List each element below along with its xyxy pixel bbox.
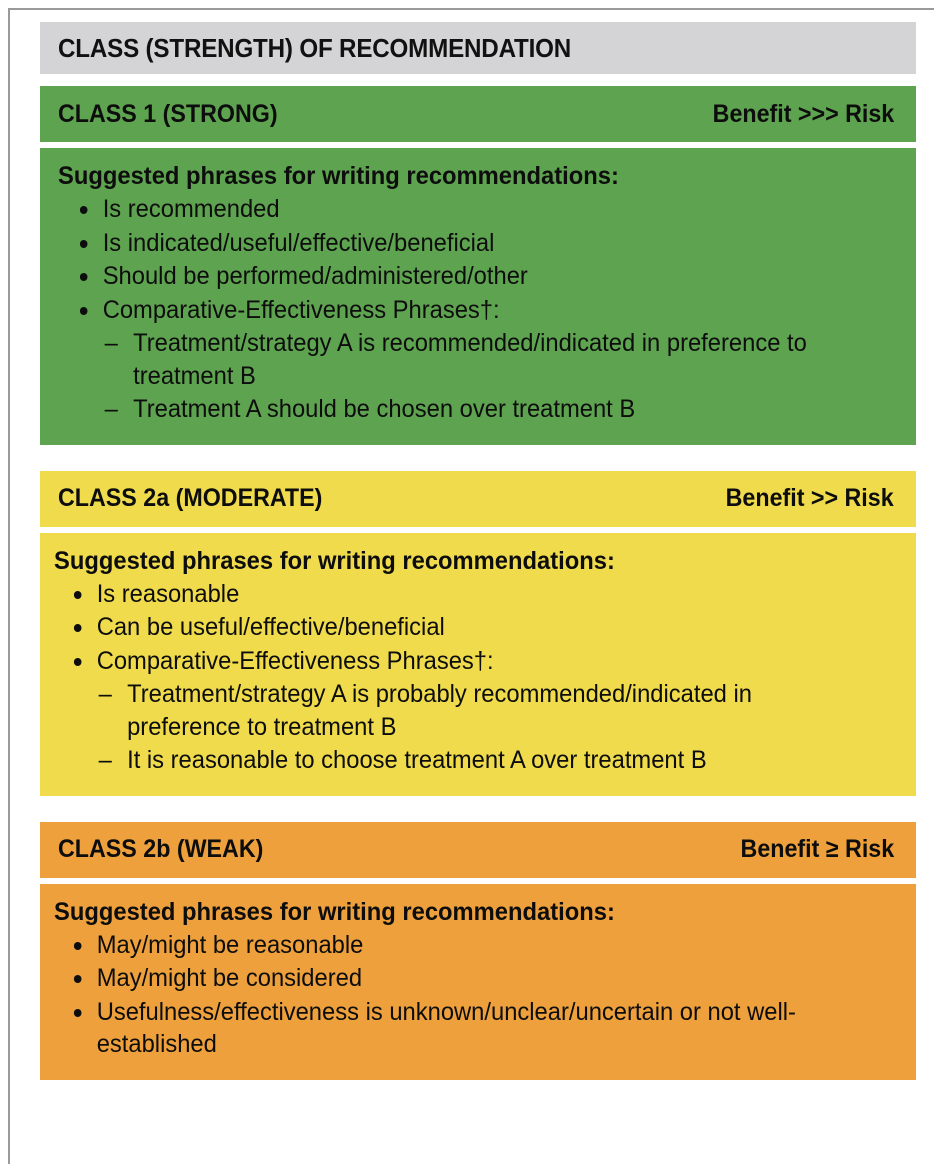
bullet-icon xyxy=(79,239,88,248)
class-1-bullet-list: Is recommended Is indicated/useful/effec… xyxy=(58,193,898,426)
bullet-icon xyxy=(73,1008,82,1017)
bullet-icon xyxy=(73,941,82,950)
class-2b-benefit-risk: Benefit ≥ Risk xyxy=(740,835,894,863)
spacer xyxy=(40,142,916,148)
spacer xyxy=(40,444,916,471)
bullet-text: Should be performed/administered/other xyxy=(102,262,528,290)
list-item: Is recommended xyxy=(78,193,857,226)
sub-list-item: – Treatment A should be chosen over trea… xyxy=(105,393,857,426)
bullet-text: Is recommended xyxy=(102,195,280,223)
list-item: Is indicated/useful/effective/beneficial xyxy=(78,227,857,260)
bullet-icon xyxy=(79,306,88,315)
spacer xyxy=(40,74,916,86)
class-of-recommendation-table: CLASS (STRENGTH) OF RECOMMENDATION CLASS… xyxy=(40,22,916,1080)
class-1-body-heading: Suggested phrases for writing recommenda… xyxy=(58,162,619,190)
sub-bullet-text: It is reasonable to choose treatment A o… xyxy=(127,746,707,774)
class-2a-label: CLASS 2a (MODERATE) xyxy=(58,484,323,512)
bullet-icon xyxy=(73,590,82,599)
class-1-benefit-risk: Benefit >>> Risk xyxy=(712,99,894,128)
class-1-header: CLASS 1 (STRONG) Benefit >>> Risk xyxy=(40,86,916,142)
page-rule-top xyxy=(8,8,934,10)
sub-list-item: – It is reasonable to choose treatment A… xyxy=(99,744,857,777)
dash-icon: – xyxy=(98,746,112,774)
bullet-text: Can be useful/effective/beneficial xyxy=(96,613,445,641)
list-item: Usefulness/effectiveness is unknown/uncl… xyxy=(72,996,857,1061)
bullet-text: Is reasonable xyxy=(96,579,240,608)
spacer xyxy=(40,795,916,822)
class-1-sub-bullet-list: – Treatment/strategy A is recommended/in… xyxy=(103,327,857,426)
list-item: Is reasonable xyxy=(72,578,857,611)
sub-list-item: – Treatment/strategy A is probably recom… xyxy=(99,678,857,743)
section-class-1: CLASS 1 (STRONG) Benefit >>> Risk Sugges… xyxy=(40,86,916,445)
class-2b-label: CLASS 2b (WEAK) xyxy=(58,835,264,863)
sub-list-item: – Treatment/strategy A is recommended/in… xyxy=(105,327,857,392)
class-2a-bullet-list: Is reasonable Can be useful/effective/be… xyxy=(54,578,898,777)
page-rule-left xyxy=(8,8,10,1164)
bullet-icon xyxy=(73,657,82,666)
bullet-text: Comparative-Effectiveness Phrases†: xyxy=(102,295,500,324)
bullet-text: May/might be considered xyxy=(96,964,363,992)
class-2b-body: Suggested phrases for writing recommenda… xyxy=(40,883,916,1080)
bullet-icon xyxy=(73,624,82,632)
list-item: Should be performed/administered/other xyxy=(78,260,857,293)
table-title-bar: CLASS (STRENGTH) OF RECOMMENDATION xyxy=(40,22,916,74)
page-title: CLASS (STRENGTH) OF RECOMMENDATION xyxy=(58,32,572,63)
list-item: Comparative-Effectiveness Phrases†: – Tr… xyxy=(72,645,857,777)
class-2a-body-heading: Suggested phrases for writing recommenda… xyxy=(54,546,615,575)
sub-bullet-text: Treatment A should be chosen over treatm… xyxy=(133,395,636,423)
class-2b-body-heading: Suggested phrases for writing recommenda… xyxy=(54,897,615,926)
spacer xyxy=(40,526,916,533)
bullet-text: Comparative-Effectiveness Phrases†: xyxy=(96,646,494,675)
class-1-label: CLASS 1 (STRONG) xyxy=(58,99,278,128)
list-item: Can be useful/effective/beneficial xyxy=(72,611,857,644)
class-2b-bullet-list: May/might be reasonable May/might be con… xyxy=(54,929,898,1061)
class-2a-benefit-risk: Benefit >> Risk xyxy=(726,484,894,512)
bullet-text: Usefulness/effectiveness is unknown/uncl… xyxy=(96,997,796,1059)
dash-icon: – xyxy=(98,680,112,708)
class-2a-body: Suggested phrases for writing recommenda… xyxy=(40,532,916,796)
bullet-icon xyxy=(79,206,88,214)
bullet-icon xyxy=(73,975,82,983)
class-2a-sub-bullet-list: – Treatment/strategy A is probably recom… xyxy=(97,678,857,777)
class-2b-header: CLASS 2b (WEAK) Benefit ≥ Risk xyxy=(40,821,916,878)
sub-bullet-text: Treatment/strategy A is recommended/indi… xyxy=(133,329,807,390)
bullet-text: Is indicated/useful/effective/beneficial xyxy=(102,228,495,257)
section-class-2b: CLASS 2b (WEAK) Benefit ≥ Risk Suggested… xyxy=(40,821,916,1080)
spacer xyxy=(40,877,916,884)
dash-icon: – xyxy=(104,395,118,423)
class-1-body: Suggested phrases for writing recommenda… xyxy=(40,148,916,445)
section-class-2a: CLASS 2a (MODERATE) Benefit >> Risk Sugg… xyxy=(40,470,916,796)
list-item: Comparative-Effectiveness Phrases†: – Tr… xyxy=(78,294,857,426)
list-item: May/might be reasonable xyxy=(72,929,857,962)
bullet-icon xyxy=(79,273,88,281)
dash-icon: – xyxy=(104,329,118,357)
list-item: May/might be considered xyxy=(72,962,857,995)
bullet-text: May/might be reasonable xyxy=(96,930,364,959)
sub-bullet-text: Treatment/strategy A is probably recomme… xyxy=(127,680,752,741)
class-2a-header: CLASS 2a (MODERATE) Benefit >> Risk xyxy=(40,470,916,527)
